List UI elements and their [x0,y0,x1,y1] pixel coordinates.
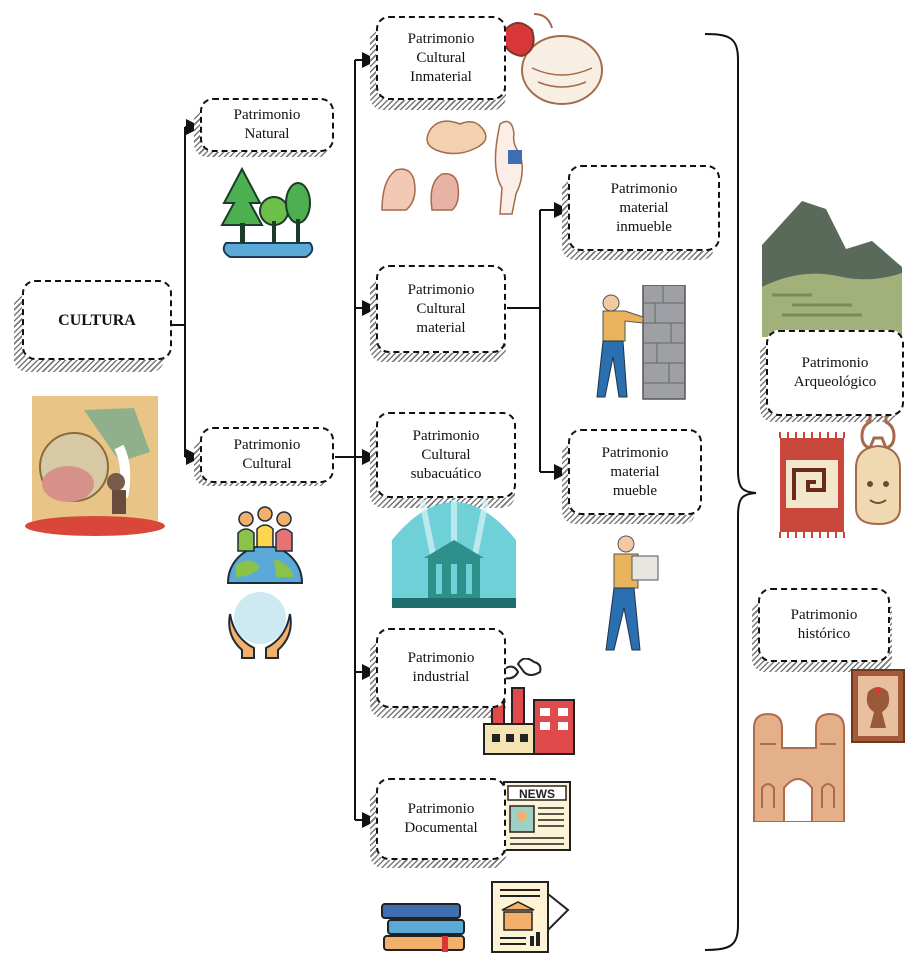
node-patrimonio-subacuatico: Patrimonio Cultural subacuático [376,412,516,498]
node-patrimonio-inmueble: Patrimonio material inmueble [568,165,720,251]
painting-image [851,669,905,743]
church-image [753,712,845,822]
node-cultura: CULTURA [22,280,172,360]
news-label: NEWS [519,787,555,801]
people-sketch-image [381,120,523,215]
document-bank-icon [491,881,570,953]
node-patrimonio-mueble: Patrimonio material mueble [568,429,702,515]
hands-icon [228,592,292,659]
node-patrimonio-natural: Patrimonio Natural [200,98,334,152]
node-patrimonio-historico: Patrimonio histórico [758,588,890,662]
node-patrimonio-cultural: Patrimonio Cultural [200,427,334,483]
mountain-ruins-image [762,201,902,337]
trees-water-icon [220,166,314,258]
man-pushing-wall-image [596,285,686,400]
man-carrying-stone-image [605,535,659,651]
underwater-temple-image [392,500,516,608]
pottery-sketch-image [500,13,603,105]
textile-image [779,432,845,538]
people-globe-icon [226,506,304,584]
books-icon [381,903,465,952]
node-patrimonio-industrial: Patrimonio industrial [376,628,506,708]
node-patrimonio-material: Patrimonio Cultural material [376,265,506,353]
culture-collage-image [25,396,165,536]
newspaper-icon: NEWS [503,781,571,851]
node-patrimonio-arqueologico: Patrimonio Arqueológico [766,330,904,416]
ceramic-vessel-image [855,400,901,526]
node-patrimonio-documental: Patrimonio Documental [376,778,506,860]
right-brace [704,33,757,951]
node-patrimonio-inmaterial: Patrimonio Cultural Inmaterial [376,16,506,100]
